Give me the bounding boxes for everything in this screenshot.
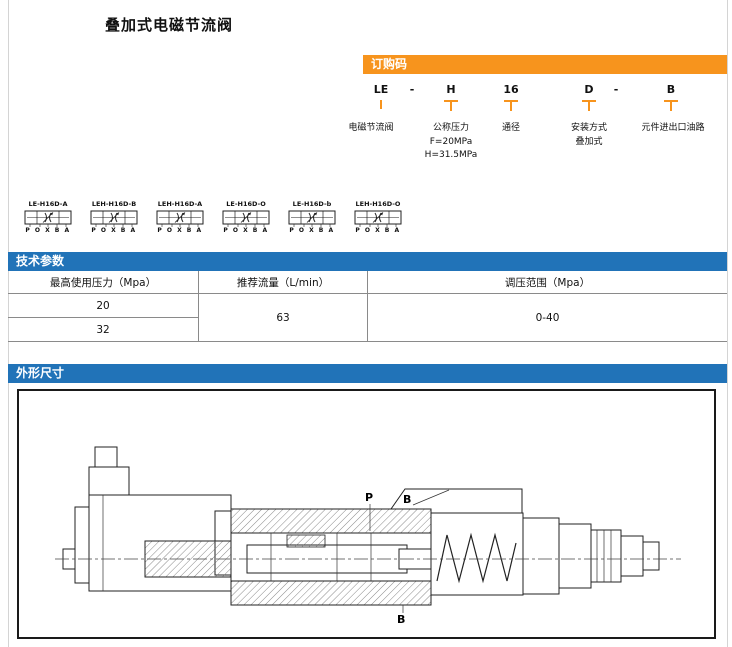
symbol-model-label: LE-H16D-b bbox=[292, 200, 332, 208]
outline-dimensions-header: 外形尺寸 bbox=[8, 364, 727, 383]
order-code-row: LE - H 16 D - B bbox=[363, 83, 727, 98]
pressure-value-2: 32 bbox=[8, 317, 199, 342]
throttle-valve-symbol-icon bbox=[156, 210, 204, 227]
code-part-b: B bbox=[666, 83, 676, 96]
valve-symbol-item: LEH-H16D-O P O X B A bbox=[346, 200, 410, 234]
symbol-port-letters: P O X B A bbox=[289, 227, 335, 234]
desc-valve-type: 电磁节流阀 bbox=[348, 123, 394, 133]
desc-pressure-line1: 公称压力 bbox=[432, 123, 469, 133]
desc-mounting: 安装方式 叠加式 bbox=[571, 122, 607, 149]
code-dash-2: - bbox=[613, 83, 619, 96]
table-row: 20 63 0-40 bbox=[8, 293, 727, 342]
drawing-frame: P B B bbox=[17, 389, 716, 639]
code-part-d: D bbox=[584, 83, 594, 96]
outline-dimensions-section: 外形尺寸 bbox=[8, 364, 727, 639]
tech-params-section: 技术参数 最高使用压力（Mpa） 推荐流量（L/min） 调压范围（Mpa） 2… bbox=[8, 252, 727, 342]
symbol-port-letters: P O X B A bbox=[91, 227, 137, 234]
valve-symbol-item: LEH-H16D-B P O X B A bbox=[82, 200, 146, 234]
valve-symbol-item: LE-H16D-b P O X B A bbox=[280, 200, 344, 234]
throttle-valve-symbol-icon bbox=[222, 210, 270, 227]
symbol-variants-row: LE-H16D-A P O X B A LEH-H16D-B P O X B A… bbox=[16, 200, 410, 234]
table-row: 32 bbox=[8, 317, 727, 342]
pressure-value-1: 20 bbox=[8, 293, 200, 318]
code-dash-1: - bbox=[409, 83, 415, 96]
desc-pressure: 公称压力 F=20MPa H=31.5MPa bbox=[425, 122, 478, 163]
throttle-valve-symbol-icon bbox=[90, 210, 138, 227]
order-code-ticks bbox=[363, 100, 727, 112]
page-title: 叠加式电磁节流阀 bbox=[105, 16, 234, 34]
col-header-range: 调压范围（Mpa） bbox=[366, 271, 727, 294]
order-code-tick bbox=[582, 100, 596, 111]
valve-symbol-item: LE-H16D-A P O X B A bbox=[16, 200, 80, 234]
valve-symbol-item: LEH-H16D-A P O X B A bbox=[148, 200, 212, 234]
throttle-valve-symbol-icon bbox=[24, 210, 72, 227]
order-code-tick bbox=[664, 100, 678, 111]
order-code-header: 订购码 bbox=[363, 55, 727, 74]
symbol-port-letters: P O X B A bbox=[25, 227, 71, 234]
page-right-border bbox=[727, 0, 728, 647]
symbol-port-letters: P O X B A bbox=[223, 227, 269, 234]
symbol-port-letters: P O X B A bbox=[355, 227, 401, 234]
desc-pressure-line3: H=31.5MPa bbox=[424, 150, 478, 160]
symbol-port-letters: P O X B A bbox=[157, 227, 203, 234]
desc-pressure-line2: F=20MPa bbox=[429, 136, 473, 147]
col-header-max-pressure: 最高使用压力（Mpa） bbox=[8, 271, 200, 294]
desc-ports: 元件进出口油路 bbox=[641, 123, 705, 133]
desc-mounting-line1: 安装方式 bbox=[570, 123, 608, 133]
tech-params-table: 最高使用压力（Mpa） 推荐流量（L/min） 调压范围（Mpa） 20 63 … bbox=[8, 271, 727, 342]
order-code-tick bbox=[444, 100, 458, 111]
drawing-label-b-top: B bbox=[403, 493, 411, 506]
order-code-tick bbox=[504, 100, 518, 111]
order-code-section: 订购码 LE - H 16 D - B 电磁节流阀 公称压力 F=20MPa H… bbox=[348, 55, 727, 170]
drawing-label-b-bottom: B bbox=[397, 613, 405, 626]
throttle-valve-symbol-icon bbox=[288, 210, 336, 227]
code-part-le: LE bbox=[373, 83, 389, 96]
flow-value: 63 bbox=[198, 293, 368, 342]
drawing-label-p: P bbox=[365, 491, 373, 504]
throttle-valve-symbol-icon bbox=[354, 210, 402, 227]
order-code-descriptions: 电磁节流阀 公称压力 F=20MPa H=31.5MPa 通径 安装方式 叠加式… bbox=[348, 122, 727, 170]
tech-params-header: 技术参数 bbox=[8, 252, 727, 271]
order-code-tick bbox=[374, 100, 388, 109]
valve-symbol-item: LE-H16D-O P O X B A bbox=[214, 200, 278, 234]
symbol-model-label: LE-H16D-A bbox=[28, 200, 68, 208]
symbol-model-label: LEH-H16D-A bbox=[157, 200, 203, 208]
col-header-flow: 推荐流量（L/min） bbox=[198, 271, 368, 294]
symbol-model-label: LEH-H16D-B bbox=[91, 200, 137, 208]
code-part-16: 16 bbox=[503, 83, 519, 96]
range-value: 0-40 bbox=[366, 293, 727, 342]
symbol-model-label: LE-H16D-O bbox=[226, 200, 266, 208]
desc-mounting-line2: 叠加式 bbox=[575, 136, 603, 147]
symbol-model-label: LEH-H16D-O bbox=[355, 200, 401, 208]
desc-diameter: 通径 bbox=[501, 123, 521, 133]
valve-cross-section-drawing: P B B bbox=[55, 446, 681, 626]
code-part-h: H bbox=[446, 83, 456, 96]
